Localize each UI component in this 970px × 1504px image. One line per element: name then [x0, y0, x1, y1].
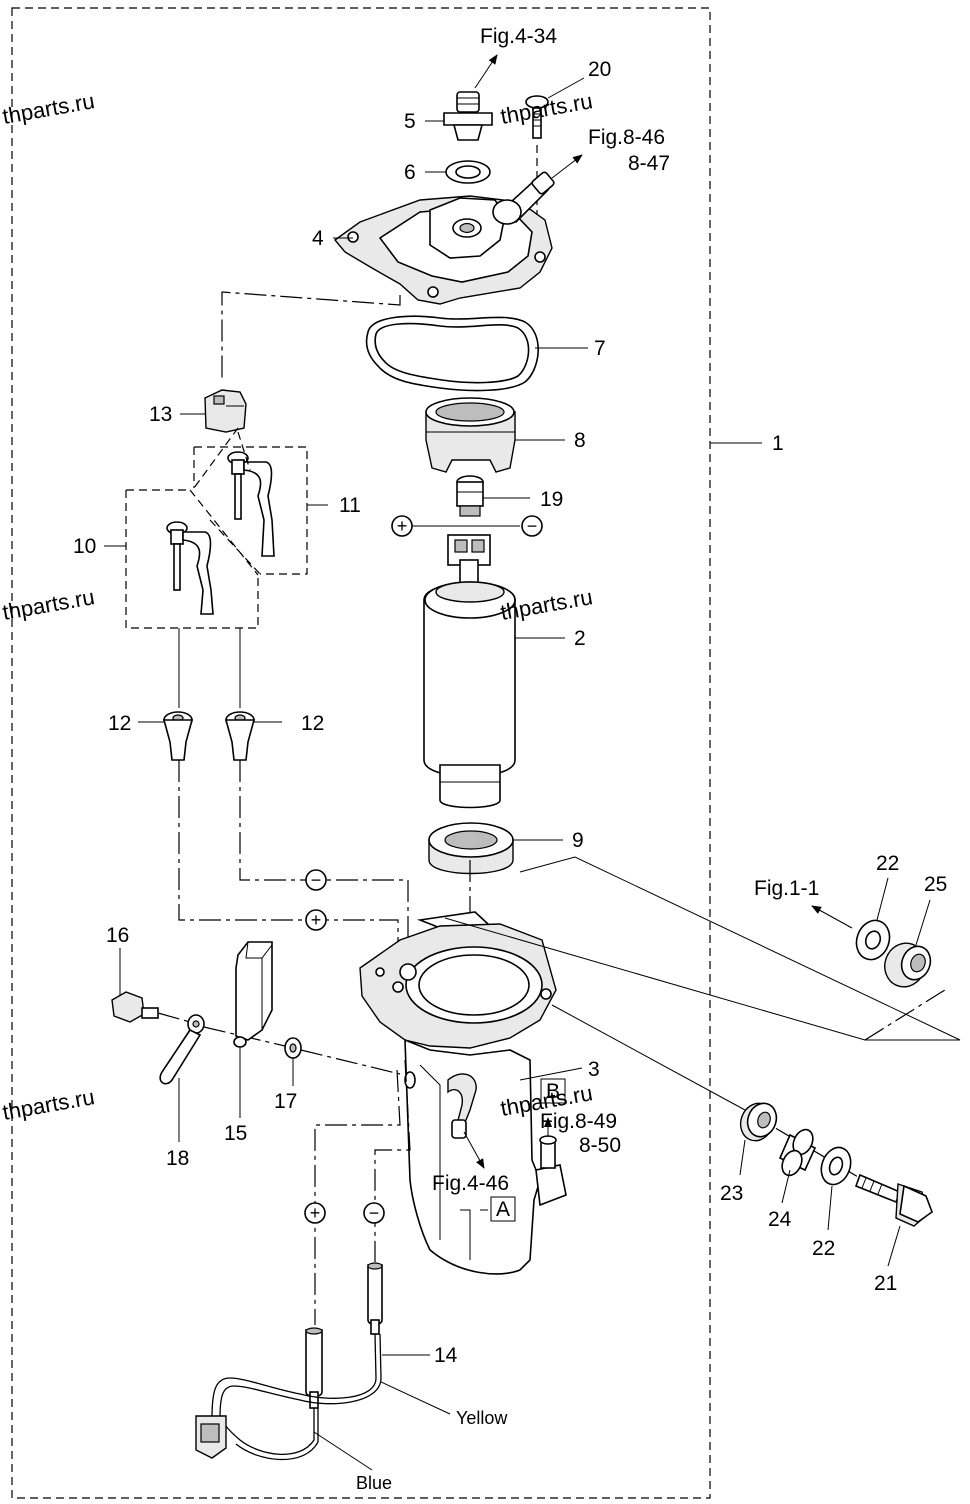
label-part-25: 25	[924, 873, 947, 896]
label-part-18: 18	[166, 1147, 189, 1170]
part-12-connector-right	[224, 711, 256, 761]
part-25-grommet	[884, 942, 932, 988]
ref-fig-4-46: Fig.4-46	[432, 1172, 509, 1195]
part-7-gasket	[365, 315, 539, 392]
marker-b-box	[540, 1078, 566, 1104]
part-14-harness	[195, 1262, 383, 1461]
label-part-12-right: 12	[301, 712, 324, 735]
svg-text:−: −	[527, 516, 538, 536]
ref-fig-8-47: 8-47	[628, 152, 670, 175]
label-part-13: 13	[149, 403, 172, 426]
label-part-21: 21	[874, 1272, 897, 1295]
assembly-boundary	[11, 7, 711, 1499]
svg-text:−: −	[369, 1203, 380, 1223]
part-13-connector-cap	[204, 389, 247, 433]
label-part-1: 1	[772, 432, 784, 455]
label-part-4: 4	[312, 227, 324, 250]
part-3-filter-housing	[359, 911, 567, 1275]
ref-fig-1-1: Fig.1-1	[754, 877, 819, 900]
part-22-washer-top	[855, 919, 891, 961]
watermark-5: thparts.ru	[1, 1084, 97, 1125]
marker-plus-bottom: +	[304, 1202, 326, 1224]
wire-label-yellow: Yellow	[456, 1408, 508, 1428]
part-4-pump-cover	[333, 171, 555, 305]
svg-text:+: +	[310, 1203, 321, 1223]
label-part-17: 17	[274, 1090, 297, 1113]
label-part-14: 14	[434, 1344, 458, 1367]
ref-fig-8-49: Fig.8-49	[540, 1110, 617, 1133]
marker-a-box	[490, 1196, 516, 1222]
watermark-3: thparts.ru	[1, 584, 97, 625]
label-part-24: 24	[768, 1208, 792, 1231]
watermark-4: thparts.ru	[499, 584, 595, 625]
svg-text:+: +	[311, 910, 322, 930]
marker-b: B	[546, 1080, 560, 1103]
label-part-10: 10	[73, 535, 96, 558]
label-part-23: 23	[720, 1182, 743, 1205]
arrow-fig-4-46	[463, 1131, 485, 1169]
watermark-1: thparts.ru	[1, 88, 97, 129]
label-part-11: 11	[339, 494, 361, 517]
part-17-washer	[284, 1037, 302, 1059]
arrow-fig-8-46	[551, 154, 583, 179]
part-23-bushing	[739, 1102, 778, 1142]
part-11-terminal	[227, 451, 275, 557]
svg-text:+: +	[397, 516, 408, 536]
label-part-20: 20	[588, 58, 611, 81]
part-12-connector-left	[162, 711, 194, 761]
part-2-fuel-pump	[423, 534, 516, 809]
part-8-retainer-ring	[425, 397, 516, 473]
part-15-bracket	[233, 941, 273, 1048]
label-part-22-bottom: 22	[812, 1237, 835, 1260]
arrow-fig-1-1	[811, 905, 853, 929]
label-part-9: 9	[572, 829, 584, 852]
watermark-2: thparts.ru	[499, 88, 595, 129]
part-22-washer-bottom	[820, 1146, 852, 1186]
part-16-screw	[111, 991, 159, 1023]
ref-fig-4-34: Fig.4-34	[480, 25, 557, 48]
part-21-bolt	[854, 1173, 933, 1227]
part-5-hose-nipple	[443, 91, 493, 141]
label-part-7: 7	[594, 337, 606, 360]
marker-a: A	[496, 1198, 510, 1221]
ref-fig-8-50: 8-50	[579, 1134, 621, 1157]
label-part-16: 16	[106, 924, 129, 947]
label-part-22-top: 22	[876, 852, 899, 875]
part-9-seal	[428, 822, 514, 875]
label-part-19: 19	[540, 488, 563, 511]
marker-minus-bottom: −	[363, 1202, 385, 1224]
part-20-screw	[525, 95, 549, 139]
marker-minus-top: −	[521, 515, 543, 537]
part-24-collar	[778, 1128, 817, 1177]
wire-label-blue: Blue	[356, 1473, 392, 1493]
ref-fig-8-46: Fig.8-46	[588, 126, 665, 149]
label-part-5: 5	[404, 110, 416, 133]
part-18-ground-strap	[159, 1014, 205, 1085]
marker-plus-top: +	[391, 515, 413, 537]
marker-minus-mid: −	[305, 869, 327, 891]
label-part-2: 2	[574, 627, 586, 650]
label-part-12-left: 12	[108, 712, 131, 735]
part-10-boundary	[125, 489, 259, 629]
part-11-boundary	[193, 446, 308, 575]
label-part-8: 8	[574, 429, 586, 452]
svg-text:−: −	[311, 870, 322, 890]
marker-plus-mid: +	[305, 909, 327, 931]
label-part-3: 3	[588, 1058, 600, 1081]
arrow-fig-4-34	[474, 54, 498, 89]
label-part-6: 6	[404, 161, 416, 184]
part-6-washer	[445, 160, 491, 184]
part-19-filter	[456, 475, 484, 517]
part-10-terminal	[166, 521, 214, 615]
label-part-15: 15	[224, 1122, 247, 1145]
